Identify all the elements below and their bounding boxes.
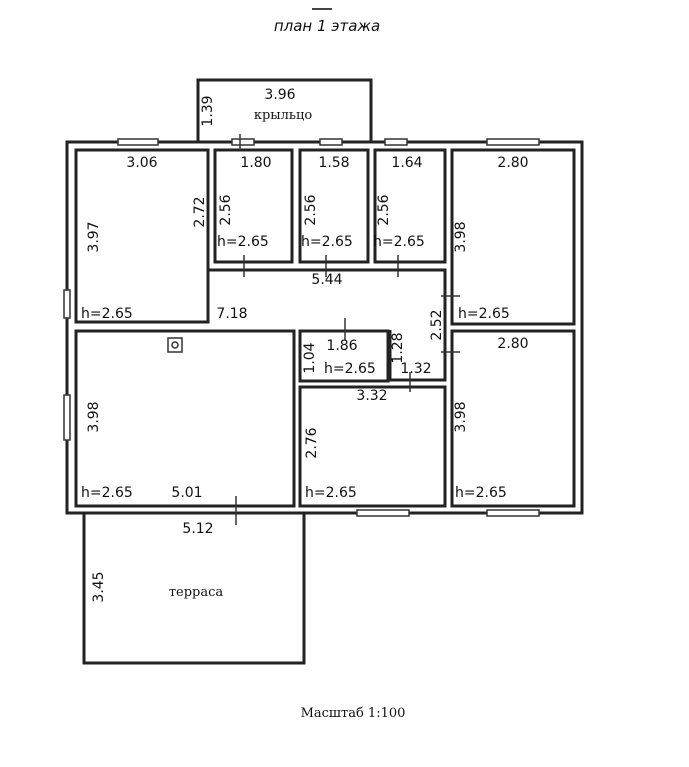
door-marks: [235, 134, 460, 525]
room-small-1-walls: [213, 148, 294, 264]
room-top-right-height: h=2.65: [458, 306, 510, 322]
room-bathroom-walls: [298, 329, 390, 383]
room-bottom-mid-depth: 2.76: [304, 427, 320, 458]
room-bottom-right-depth: 3.98: [453, 401, 469, 432]
stove-icon: [167, 337, 183, 353]
window: [63, 289, 71, 319]
window: [486, 138, 540, 146]
room-bottom-left-height: h=2.65: [81, 485, 133, 501]
room-small-2-height: h=2.65: [301, 234, 353, 250]
room-bottom-mid-width: 3.32: [356, 388, 387, 404]
interior-walls: [74, 148, 576, 508]
window: [63, 394, 71, 441]
room-bottom-left-width: 5.01: [171, 485, 202, 501]
room-bottom-left-depth: 3.98: [86, 401, 102, 432]
room-small-1-depth: 2.56: [218, 194, 234, 225]
room-bottom-mid-height: h=2.65: [305, 485, 357, 501]
room-top-right-depth: 3.98: [453, 221, 469, 252]
terrace-outline: [82, 511, 306, 665]
room-small-3-width: 1.64: [391, 155, 422, 171]
room-top-left-height: h=2.65: [81, 306, 133, 322]
corridor-side: 2.52: [429, 309, 445, 340]
room-small-2-width: 1.58: [318, 155, 349, 171]
porch-width: 3.96: [264, 87, 295, 103]
corridor-length-long: 7.18: [216, 306, 247, 322]
room-top-left-width: 3.06: [126, 155, 157, 171]
terrace-width: 5.12: [182, 521, 213, 537]
window: [384, 138, 408, 146]
room-small-1-height: h=2.65: [217, 234, 269, 250]
room-small-3-walls: [373, 148, 447, 264]
room-small-3-depth: 2.56: [376, 194, 392, 225]
room-small-3-height: h=2.65: [373, 234, 425, 250]
window: [117, 138, 159, 146]
room-bottom-right-height: h=2.65: [455, 485, 507, 501]
stove-icon-circle: [171, 341, 179, 349]
room-top-right-width: 2.80: [497, 155, 528, 171]
room-bathroom-height: h=2.65: [324, 361, 376, 377]
room-top-left-depth: 3.97: [86, 221, 102, 252]
room-small-1-width: 1.80: [240, 155, 271, 171]
room-bottom-right-walls: [450, 329, 576, 508]
terrace-depth: 3.45: [91, 571, 107, 602]
corridor-length-short: 5.44: [311, 272, 342, 288]
porch-label: крыльцо: [254, 108, 312, 123]
window: [486, 509, 540, 517]
plan-title: план 1 этажа: [274, 17, 380, 35]
room-top-right-walls: [450, 148, 576, 326]
terrace-label: терраса: [169, 585, 224, 600]
windows: [63, 138, 540, 517]
corridor-walls: [206, 150, 447, 382]
corridor-nook: 1.28: [390, 332, 406, 363]
window: [231, 138, 255, 146]
room-bottom-left-walls: [74, 329, 296, 508]
window: [356, 509, 410, 517]
room-small-2-walls: [298, 148, 370, 264]
scale-label: Масштаб 1:100: [301, 706, 406, 721]
room-small-2-depth: 2.56: [303, 194, 319, 225]
outer-walls: [65, 140, 584, 515]
room-bathroom-width: 1.86: [326, 338, 357, 354]
window: [319, 138, 343, 146]
room-bottom-mid-walls: [298, 385, 447, 508]
room-bottom-right-width: 2.80: [497, 336, 528, 352]
room-top-left-side: 2.72: [192, 196, 208, 227]
porch-depth: 1.39: [200, 95, 216, 126]
room-bathroom-extra: 1.32: [400, 361, 431, 377]
room-bathroom-depth: 1.04: [302, 342, 318, 373]
